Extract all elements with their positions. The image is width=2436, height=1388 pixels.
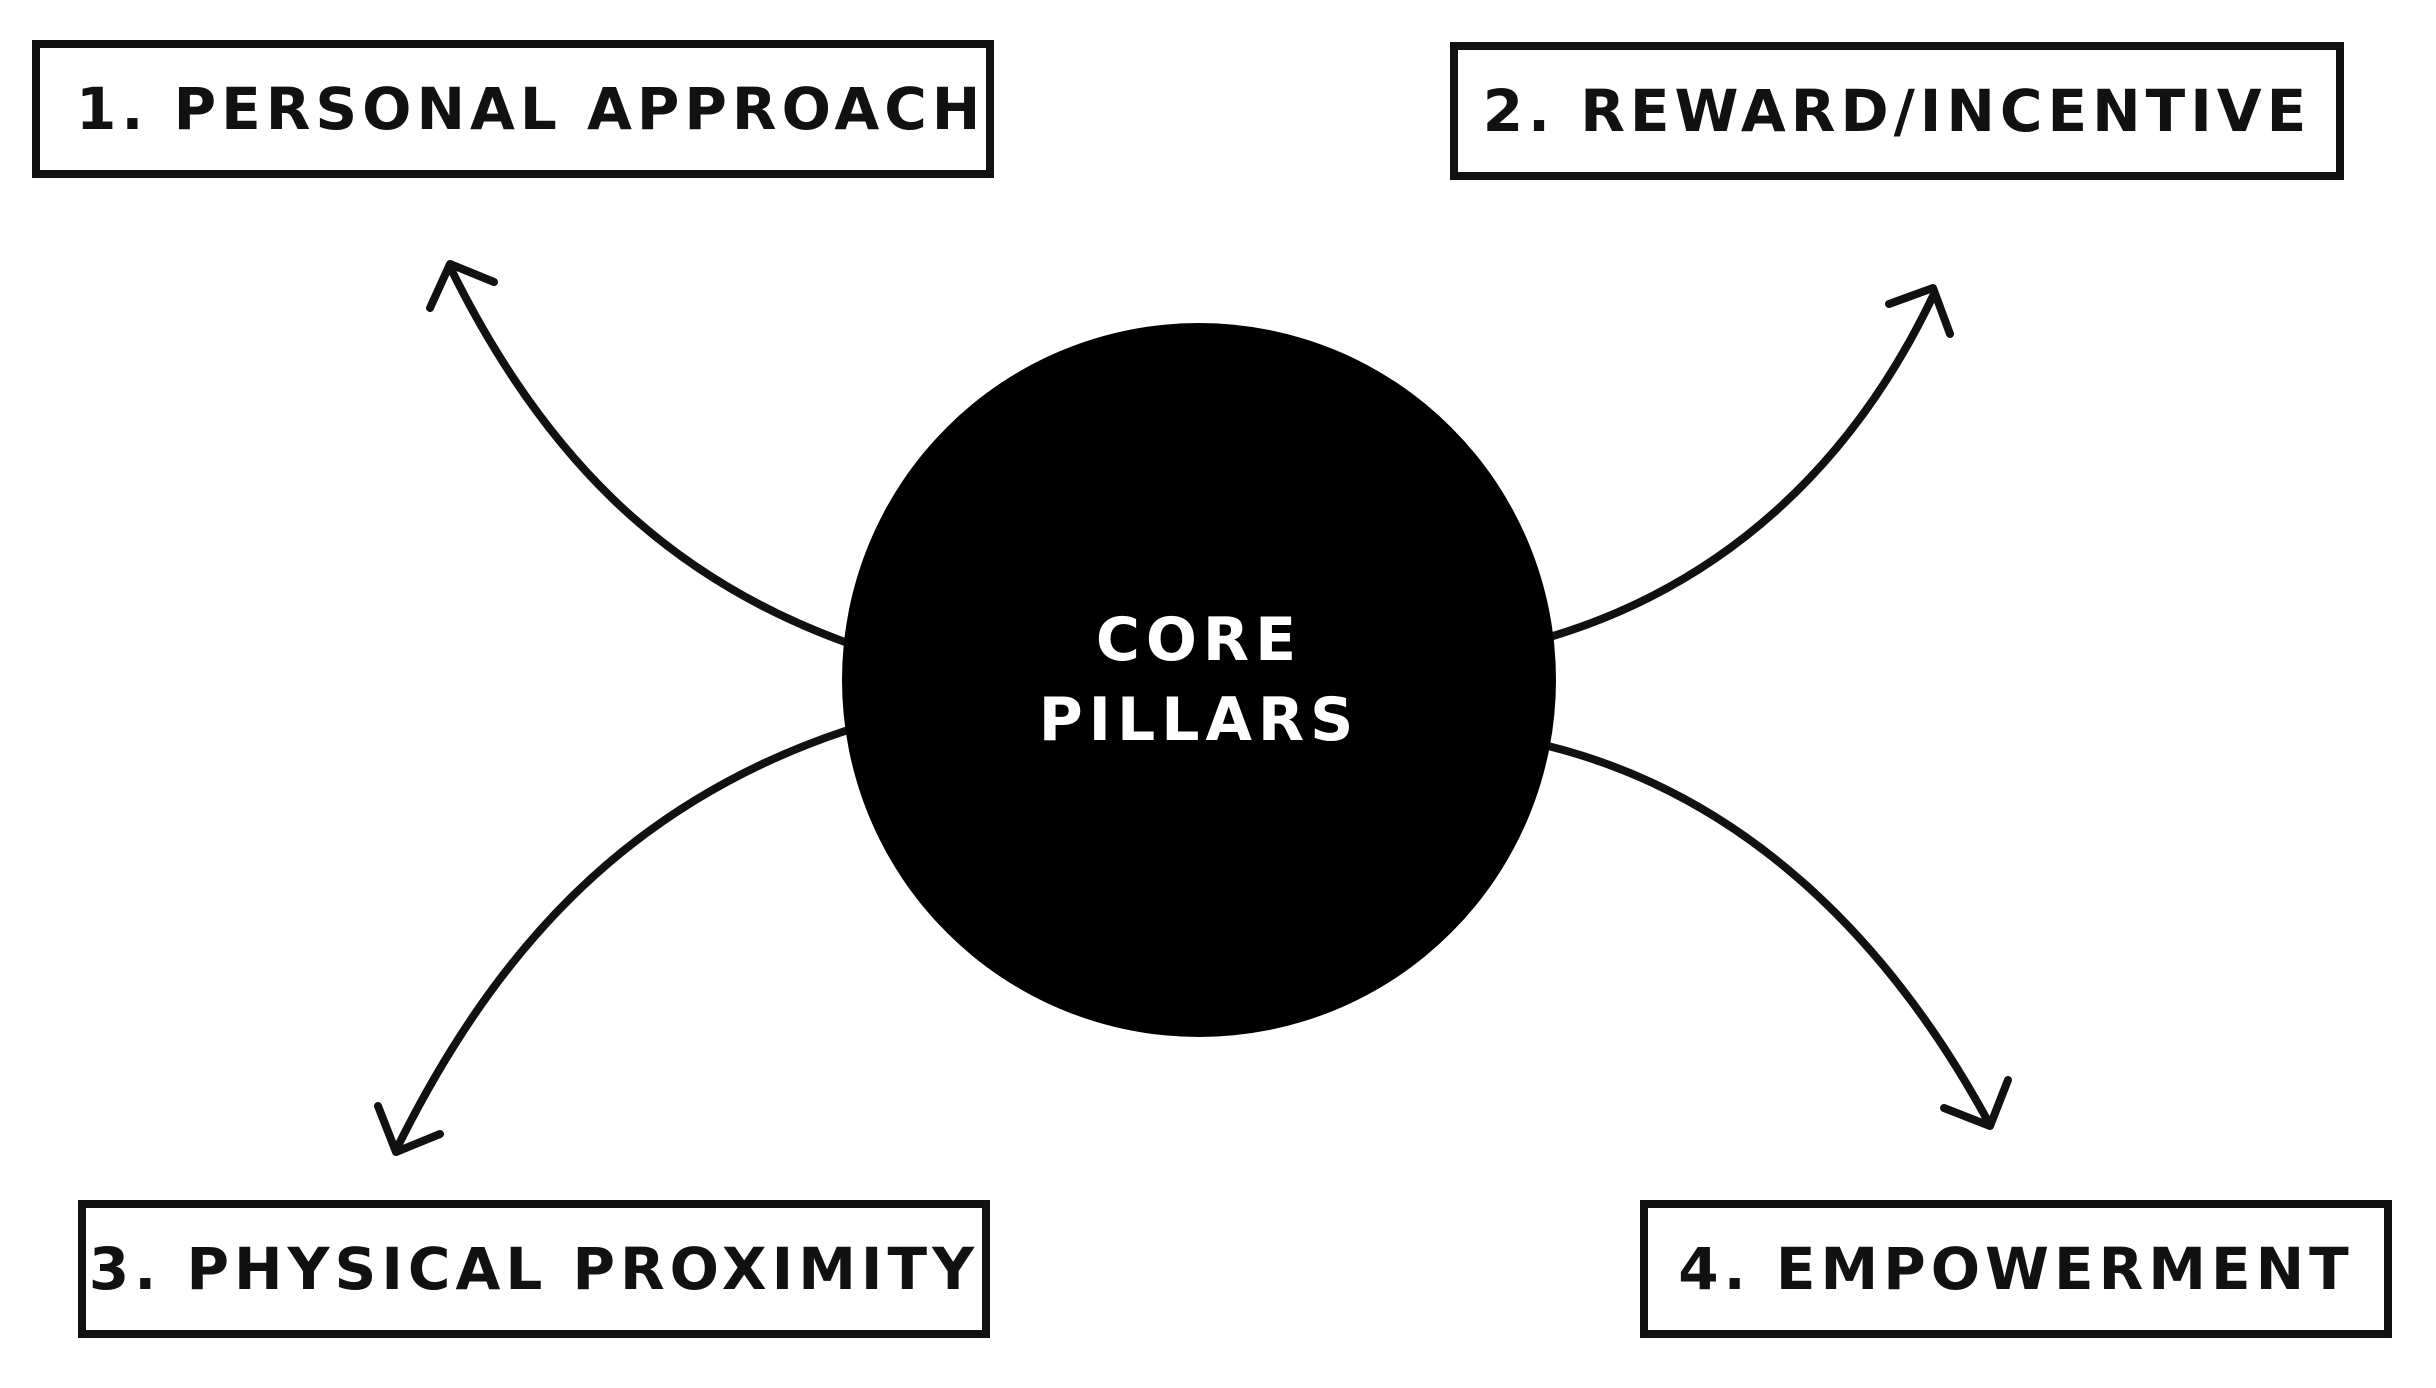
arrow-to-pillar-1 bbox=[446, 263, 849, 646]
arrow-head-pillar-4 bbox=[1940, 1076, 2012, 1130]
arrow-to-pillar-4 bbox=[1544, 742, 1994, 1129]
arrow-to-pillar-3 bbox=[392, 726, 852, 1154]
arrow-to-pillar-2 bbox=[1549, 292, 1937, 640]
pillar-label-1: 1. PERSONAL APPROACH bbox=[76, 75, 986, 143]
pillar-box-reward-incentive: 2. REWARD/INCENTIVE bbox=[1450, 42, 2344, 180]
core-pillars-circle: CORE PILLARS bbox=[842, 323, 1556, 1037]
arrow-head-pillar-3 bbox=[374, 1102, 444, 1156]
core-title-line-2: PILLARS bbox=[1038, 685, 1360, 755]
pillar-box-personal-approach: 1. PERSONAL APPROACH bbox=[32, 40, 994, 178]
pillar-label-4: 4. EMPOWERMENT bbox=[1678, 1235, 2354, 1303]
arrow-head-pillar-2 bbox=[1885, 284, 1954, 338]
arrow-head-pillar-1 bbox=[426, 260, 498, 312]
pillar-label-2: 2. REWARD/INCENTIVE bbox=[1482, 77, 2312, 145]
core-title-line-1: CORE bbox=[1095, 605, 1303, 675]
pillar-label-3: 3. PHYSICAL PROXIMITY bbox=[88, 1235, 980, 1303]
pillar-box-physical-proximity: 3. PHYSICAL PROXIMITY bbox=[78, 1200, 990, 1338]
pillar-box-empowerment: 4. EMPOWERMENT bbox=[1640, 1200, 2392, 1338]
